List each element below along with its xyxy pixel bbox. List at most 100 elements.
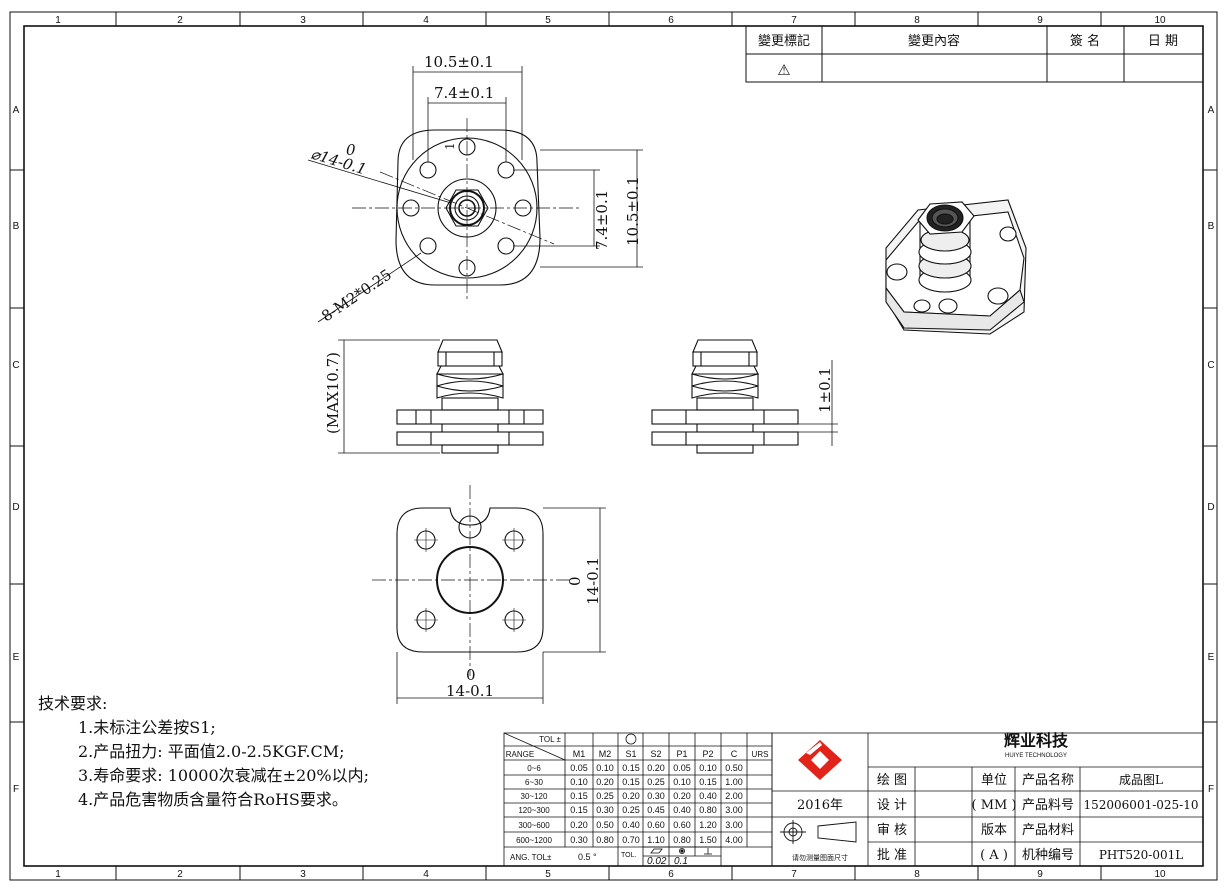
field-value-model: PHT520-001L: [1099, 848, 1183, 862]
field-label-part: 产品料号: [1022, 798, 1074, 813]
tol-value-cell: 0.15: [622, 763, 640, 773]
tol-value-cell: 0.10: [699, 763, 717, 773]
col-label-bottom: 6: [668, 869, 674, 880]
tol-value-cell: 0.30: [596, 805, 614, 815]
projection-note: 请勿测量图面尺寸: [792, 853, 848, 862]
row-label-left: F: [13, 784, 19, 795]
tol-col: P2: [702, 749, 713, 759]
dim-bottom-width: 14-0.1: [446, 682, 494, 700]
dim-diameter: ⌀14-0.1: [309, 145, 369, 179]
col-label-bottom: 9: [1037, 869, 1043, 880]
dim-right-height-inner: 7.4±0.1: [593, 190, 611, 250]
row-label-right: E: [1208, 652, 1215, 663]
tol-col: URS: [752, 750, 769, 759]
note-item: 3.寿命要求: 10000次衰减在±20%以内;: [78, 766, 370, 785]
dim-diameter-zero: 0: [346, 141, 356, 159]
tol-value-cell: 0.40: [673, 805, 691, 815]
col-label-top: 1: [55, 15, 61, 26]
tol-value-cell: 0.70: [622, 835, 640, 845]
col-label-top: 9: [1037, 15, 1043, 26]
tol-value-cell: 0.10: [673, 777, 691, 787]
col-label-top: 3: [300, 15, 306, 26]
tol-value-cell: 0.60: [647, 820, 665, 830]
col-label-bottom: 5: [545, 869, 551, 880]
tol-range-cell: 0~6: [527, 764, 541, 773]
revision-mark-warning-icon: ⚠: [777, 61, 790, 79]
label-design: 设 计: [877, 798, 907, 813]
tol-value-cell: 0.15: [622, 777, 640, 787]
dim-max-height: (MAX10.7): [324, 352, 342, 434]
tol-value-cell: 0.40: [699, 791, 717, 801]
label-review: 审 核: [877, 823, 907, 838]
top-view-dimensions: [307, 66, 643, 323]
col-label-top: 7: [791, 15, 797, 26]
tolerance-table-text: TOL ± RANGE M1 M2 S1 S2 P1 P2 C URS: [506, 735, 769, 759]
tol-col: P1: [676, 749, 687, 759]
tol-value-cell: 3.00: [725, 820, 743, 830]
drawing-year: 2016年: [797, 798, 843, 813]
tol-value-cell: 0.15: [570, 791, 588, 801]
tol-value-cell: 2.00: [725, 791, 743, 801]
tol-value-cell: 0.45: [647, 805, 665, 815]
dim-bottom-right-zero: 0: [566, 576, 584, 586]
tol-value-cell: 0.40: [622, 820, 640, 830]
col-label-bottom: 3: [300, 869, 306, 880]
notes-title: 技术要求:: [38, 694, 108, 713]
tol-value-cell: 0.80: [673, 835, 691, 845]
projection-symbol: [780, 820, 857, 844]
side-view-left-dims: [338, 339, 440, 454]
tol-col: S2: [650, 749, 661, 759]
col-label-bottom: 1: [55, 869, 61, 880]
tol-range-cell: 30~120: [521, 792, 548, 801]
field-label-material: 产品材料: [1022, 823, 1074, 838]
ang-label: ANG. TOL±: [510, 853, 552, 862]
row-label-right: F: [1208, 784, 1214, 795]
side-view-left: [396, 339, 544, 454]
col-label-bottom: 7: [791, 869, 797, 880]
label-approve: 批 准: [877, 848, 907, 863]
company-name-en: HUIYE TECHNOLOGY: [1005, 753, 1067, 759]
tol-range-cell: 300~600: [518, 821, 550, 830]
tol-value-cell: 0.20: [596, 777, 614, 787]
col-label-bottom: 8: [914, 869, 920, 880]
version-value: ( A ): [980, 848, 1008, 863]
company-logo: [798, 740, 842, 780]
tol-value-cell: 0.20: [622, 791, 640, 801]
bottom-view-dims: [396, 507, 606, 704]
tol-label: TOL ±: [539, 735, 561, 744]
tolerance-footer: ANG. TOL± 0.5 ° TOL. 0.02 0.1: [510, 852, 688, 867]
dim-right-height-outer: 10.5±0.1: [624, 176, 642, 246]
tol-value-cell: 0.25: [622, 805, 640, 815]
tol-value-cell: 0.60: [673, 820, 691, 830]
row-label-left: C: [12, 360, 19, 371]
tol-value-cell: 1.20: [699, 820, 717, 830]
field-label-model: 机种编号: [1022, 848, 1074, 863]
side-view-right-dims: [798, 360, 838, 446]
tol-range-cell: 6~30: [525, 778, 544, 787]
col-label-bottom: 2: [177, 869, 183, 880]
note-item: 4.产品危害物质含量符合RoHS要求。: [78, 790, 348, 809]
dim-bottom-width-zero: 0: [466, 666, 476, 684]
dim-small-mark: 1: [443, 142, 457, 150]
dim-top-width-outer: 10.5±0.1: [424, 53, 494, 71]
dim-bottom-right: 14-0.1: [584, 557, 602, 605]
tol-value-cell: 0.25: [596, 791, 614, 801]
tol-value-cell: 1.00: [725, 777, 743, 787]
revision-header-sign: 簽 名: [1070, 33, 1100, 49]
dim-top-width-inner: 7.4±0.1: [434, 84, 494, 102]
col-label-top: 2: [177, 15, 183, 26]
label-draw: 绘 图: [877, 773, 907, 788]
unit-value: ( MM ): [971, 798, 1016, 813]
tol-value-cell: 0.10: [570, 777, 588, 787]
tol-value-cell: 0.30: [570, 835, 588, 845]
tol-value-cell: 0.05: [570, 763, 588, 773]
tol-value-cell: 4.00: [725, 835, 743, 845]
tol-col: C: [731, 749, 738, 759]
col-label-top: 4: [423, 15, 429, 26]
grid-labels: 1 2 3 4 5 6 7 8 9 10 1 2 3 4 5 6 7 8 9 1…: [12, 15, 1214, 880]
field-value-part: 152006001-025-10: [1084, 798, 1199, 812]
note-item: 1.未标注公差按S1;: [78, 718, 216, 737]
dim-thread: 8-M2*0.25: [318, 265, 395, 325]
field-value-name: 成品图L: [1119, 773, 1163, 787]
